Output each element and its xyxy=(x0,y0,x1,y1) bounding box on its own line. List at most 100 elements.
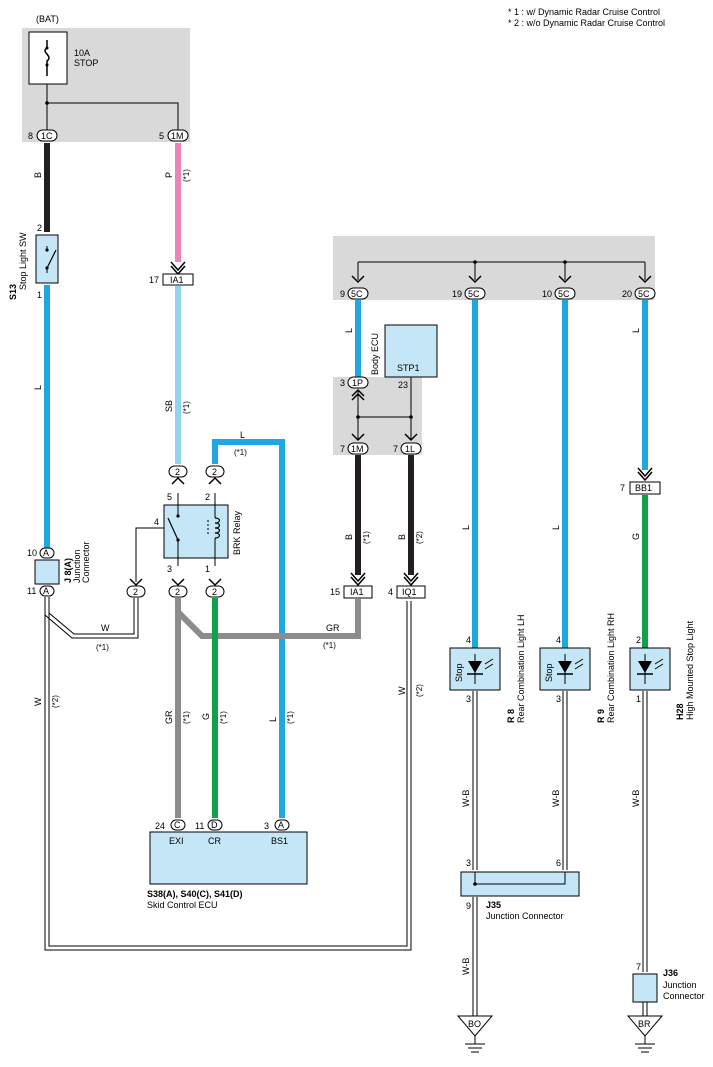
relay-pin-4: 4 xyxy=(154,517,159,527)
relay-name: BRK Relay xyxy=(232,510,242,555)
j8-code: J 8(A) xyxy=(63,558,73,583)
bat-label: (BAT) xyxy=(36,14,59,24)
relay-conn-1-label: 2 xyxy=(212,587,217,597)
r9-stop-label: Stop xyxy=(544,663,554,682)
connector-1m xyxy=(167,129,189,142)
wire-label-w-2: W xyxy=(33,697,43,706)
r8-pin-3: 3 xyxy=(466,694,471,704)
connector-1c xyxy=(36,129,58,142)
sw-code: S13 xyxy=(8,284,18,300)
body-ecu-pin-7a: 7 xyxy=(340,444,345,454)
r9-pin-3: 3 xyxy=(556,694,561,704)
j35-pin-3: 3 xyxy=(466,858,471,868)
ia1-mid-label: IA1 xyxy=(350,587,364,597)
note-1: * 1 : w/ Dynamic Radar Cruise Control xyxy=(508,7,660,17)
relay-pin-2: 2 xyxy=(205,492,210,502)
junction-j8 xyxy=(34,559,60,585)
skid-conn-d-label: D xyxy=(211,820,218,830)
j35-name: Junction Connector xyxy=(486,911,564,921)
ia1-mid-num: 15 xyxy=(330,587,340,597)
h28-name: High Mounted Stop Light xyxy=(685,620,695,720)
bus-conn-5c-3 xyxy=(554,287,576,300)
right-bus-region xyxy=(333,236,655,300)
fuse-box xyxy=(28,31,68,85)
bb1-num: 7 xyxy=(620,483,625,493)
skid-pin-24: 24 xyxy=(155,821,165,831)
wire-label-l-left: L xyxy=(33,385,43,390)
wire-label-p: P xyxy=(164,172,174,178)
r8-name: Rear Combination Light LH xyxy=(516,614,526,723)
relay-conn-4-label: 2 xyxy=(133,587,138,597)
ground-bo xyxy=(456,1015,494,1037)
wire-label-gr-h: GR xyxy=(326,623,340,633)
body-ecu-region xyxy=(333,377,422,455)
wire-l-relay-loop xyxy=(212,439,285,818)
bus-conn-5c-4-label: 5C xyxy=(638,289,650,299)
bus-pin-19: 19 xyxy=(452,289,462,299)
skid-conn-d xyxy=(207,819,223,831)
wire-label-wb-lh: W-B xyxy=(461,790,471,807)
skid-pin-11: 11 xyxy=(195,821,204,831)
connector-ia1-top xyxy=(162,273,194,286)
wire-label-g-relay: G xyxy=(201,713,211,720)
wire-label-l-down: L xyxy=(268,717,278,722)
skid-pin-3: 3 xyxy=(264,821,269,831)
connector-iq1 xyxy=(396,585,426,599)
bus-conn-5c-4 xyxy=(634,287,656,300)
pin-1c-number: 8 xyxy=(28,131,33,141)
relay-conn-1 xyxy=(205,585,225,598)
body-conn-1m xyxy=(347,442,369,455)
skid-conn-a xyxy=(274,819,290,831)
skid-term-bs1: BS1 xyxy=(271,836,288,846)
relay-conn-5-label: 2 xyxy=(175,467,180,477)
wire-note-b-1l: (*2) xyxy=(415,531,424,544)
r9-pin-4: 4 xyxy=(556,635,561,645)
wire-label-sb: SB xyxy=(164,400,174,412)
stop-light-switch xyxy=(35,234,59,284)
wire-label-l-lh: L xyxy=(461,525,471,530)
note-2: * 2 : w/o Dynamic Radar Cruise Control xyxy=(508,18,665,28)
bus-pin-20: 20 xyxy=(622,289,632,299)
h28-pin-2: 2 xyxy=(636,635,641,645)
wire-w-2 xyxy=(44,597,412,951)
wire-note-w-1: (*1) xyxy=(96,643,109,652)
j8-pin-top-num: 10 xyxy=(27,548,37,558)
h28-pin-1: 1 xyxy=(636,694,641,704)
body-ecu-name: Body ECU xyxy=(370,333,380,375)
bus-conn-5c-2-label: 5C xyxy=(468,289,480,299)
wire-label-gr-v: GR xyxy=(164,710,174,724)
j8-name-1: Junction xyxy=(72,549,82,583)
wire-label-b-1l: B xyxy=(397,534,407,540)
r8-stop-label: Stop xyxy=(454,663,464,682)
body-ecu-pin-23: 23 xyxy=(398,380,408,390)
body-conn-1p xyxy=(347,376,369,389)
wire-w-1 xyxy=(44,597,139,639)
sw-pin-top: 2 xyxy=(37,223,42,233)
r9-name: Rear Combination Light RH xyxy=(606,613,616,723)
ground-br-label: BR xyxy=(638,1019,651,1029)
wire-wb-high xyxy=(642,691,648,972)
wire-label-w-1: W xyxy=(101,623,110,633)
connector-1c-label: 1C xyxy=(41,131,53,141)
wire-note-b-1m: (*1) xyxy=(362,531,371,544)
skid-name: Skid Control ECU xyxy=(147,900,218,910)
r8-pin-4: 4 xyxy=(466,635,471,645)
relay-conn-4 xyxy=(126,585,146,598)
connector-bb1 xyxy=(629,481,661,495)
r9-code: R 9 xyxy=(596,709,606,723)
bus-conn-5c-1-label: 5C xyxy=(351,289,363,299)
j36-pin-7: 7 xyxy=(636,962,641,972)
j8-pin-top-label: A xyxy=(43,548,49,558)
fuse-rating: 10A xyxy=(74,48,90,58)
wire-note-sb: (*1) xyxy=(182,401,191,414)
pin-1m-number: 5 xyxy=(159,131,164,141)
relay-pin-1: 1 xyxy=(205,564,210,574)
iq1-num: 4 xyxy=(388,587,393,597)
j35-pin-9: 9 xyxy=(466,901,471,911)
bb1-label: BB1 xyxy=(635,483,652,493)
wire-note-w-3: (*2) xyxy=(415,684,424,697)
bus-pin-10: 10 xyxy=(542,289,552,299)
j35-code: J35 xyxy=(486,900,501,910)
ia1-top-num: 17 xyxy=(149,275,159,285)
